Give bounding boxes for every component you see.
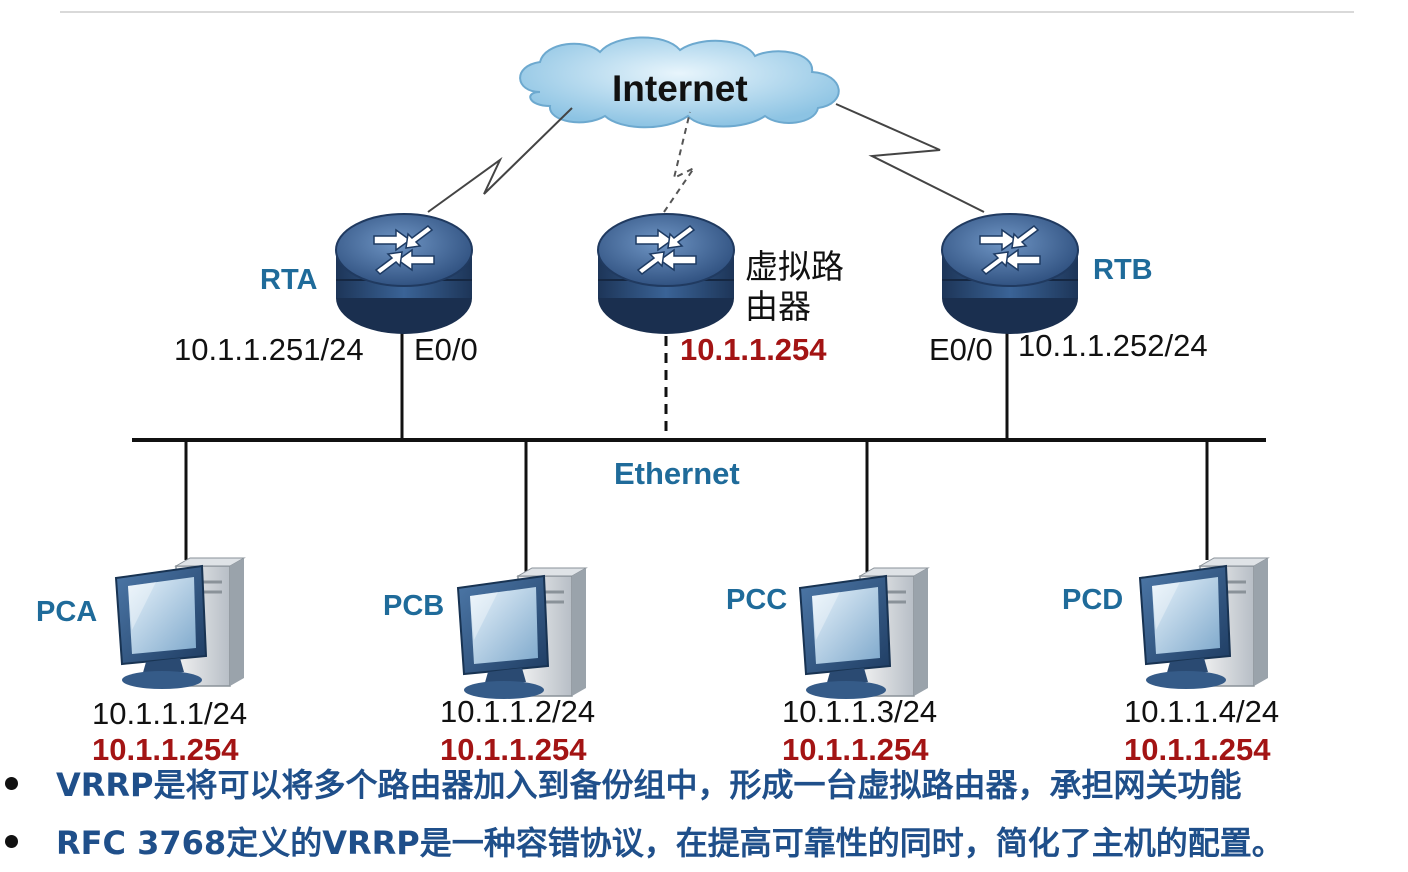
pca-name: PCA (36, 596, 98, 628)
wan-link-virtual (663, 111, 697, 213)
rta-port: E0/0 (414, 332, 478, 367)
pcc-ip: 10.1.1.3/24 (782, 694, 938, 729)
pca-ip: 10.1.1.1/24 (92, 696, 248, 731)
rtb-name: RTB (1093, 254, 1153, 286)
rta-ip: 10.1.1.251/24 (174, 332, 364, 367)
pca-icon (114, 556, 246, 691)
rtb-port: E0/0 (929, 332, 993, 367)
rtb-ip: 10.1.1.252/24 (1018, 328, 1208, 363)
router-rta-icon (335, 213, 473, 335)
pcc-icon (798, 566, 930, 701)
virtual-router-ip: 10.1.1.254 (680, 332, 827, 367)
rta-name: RTA (260, 264, 318, 296)
internet-label: Internet (612, 68, 748, 109)
pcd-icon (1138, 556, 1270, 691)
router-virtual-icon (597, 213, 735, 335)
bullet-item: RFC 3768定义的VRRP是一种容错协议，在提高可靠性的同时，简化了主机的配… (0, 818, 1284, 864)
bullet-text: VRRP是将可以将多个路由器加入到备份组中，形成一台虚拟路由器，承担网关功能 (56, 766, 1242, 804)
bullet-dot-icon (5, 776, 18, 790)
bullet-item: VRRP是将可以将多个路由器加入到备份组中，形成一台虚拟路由器，承担网关功能 (0, 760, 1242, 806)
pcd-ip: 10.1.1.4/24 (1124, 694, 1280, 729)
ethernet-label: Ethernet (614, 456, 740, 491)
bullet-text: RFC 3768定义的VRRP是一种容错协议，在提高可靠性的同时，简化了主机的配… (56, 824, 1284, 862)
pcb-gateway: 10.1.1.254 (440, 732, 587, 767)
pcb-name: PCB (383, 590, 445, 622)
pca-gateway: 10.1.1.254 (92, 732, 239, 767)
pcb-ip: 10.1.1.2/24 (440, 694, 596, 729)
wan-link-rtb (835, 103, 985, 213)
pcd-name: PCD (1062, 584, 1124, 616)
virtual-router-name-line2: 由器 (745, 287, 811, 326)
virtual-router-name-line1: 虚拟路 (745, 247, 844, 286)
pcc-name: PCC (726, 584, 788, 616)
bullet-dot-icon (5, 834, 18, 848)
pcb-icon (456, 566, 588, 701)
pcc-gateway: 10.1.1.254 (782, 732, 929, 767)
wan-link-rta (427, 107, 573, 213)
pcd-gateway: 10.1.1.254 (1124, 732, 1271, 767)
router-rtb-icon (941, 213, 1079, 335)
internet-cloud (519, 36, 840, 129)
